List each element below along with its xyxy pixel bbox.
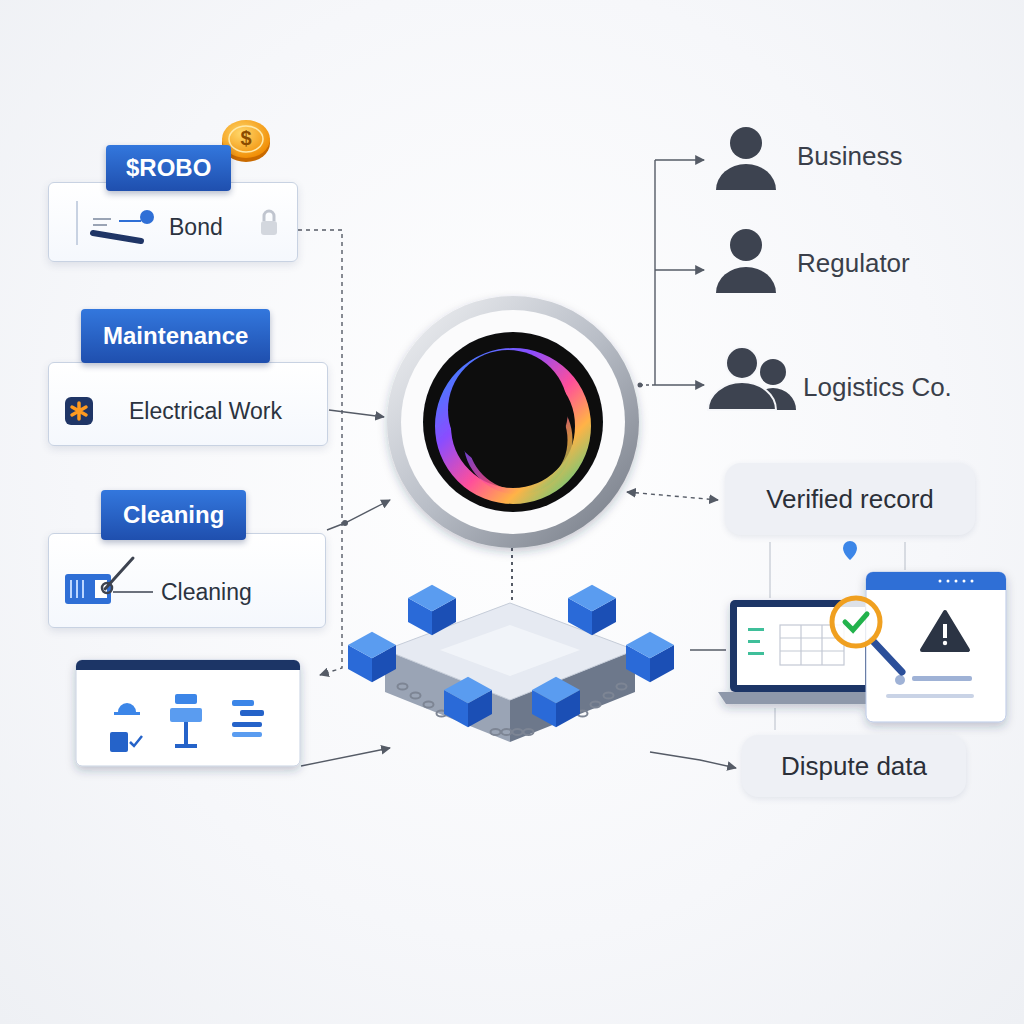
arrow	[655, 159, 704, 160]
pin-marker	[843, 541, 857, 560]
person-label: Regulator	[797, 248, 910, 279]
platform-glass	[440, 625, 580, 676]
link-line	[690, 649, 726, 650]
arrow	[655, 384, 704, 385]
logo-face	[401, 310, 625, 534]
card-text: Cleaning	[161, 579, 252, 606]
chain-link	[491, 729, 501, 735]
cube-face	[408, 585, 456, 611]
chain-link	[617, 684, 627, 690]
arrow	[301, 748, 390, 766]
icon	[175, 744, 197, 748]
block-cube	[532, 677, 580, 727]
chain-link	[524, 729, 534, 735]
cleaning-card: CleaningCleaning	[48, 533, 326, 628]
person-body	[708, 382, 776, 410]
person-body	[716, 267, 776, 293]
arrow	[655, 269, 704, 270]
audit-illustration	[718, 541, 1006, 722]
chain-link	[411, 693, 421, 699]
icon	[114, 712, 140, 715]
pill-text: Verified record	[766, 484, 934, 515]
blockchain-platform	[348, 585, 674, 742]
panel-icons	[110, 694, 264, 752]
cube-face	[348, 632, 396, 658]
verified-record-pill: Verified record	[725, 463, 975, 535]
cube-face	[532, 677, 580, 703]
card-heading: Cleaning	[101, 490, 246, 540]
logo-disk	[423, 332, 603, 512]
logo	[387, 296, 639, 548]
person-head	[730, 127, 762, 159]
window-bar	[866, 572, 1006, 590]
arrow	[329, 410, 384, 417]
card-heading: $ROBO	[106, 145, 231, 191]
person-label: Logistics Co.	[803, 372, 952, 403]
window-panel	[866, 572, 1006, 722]
person-head	[730, 229, 762, 261]
person-head	[726, 347, 758, 379]
dot	[342, 520, 348, 526]
leader-lines	[298, 160, 736, 768]
icon	[118, 703, 136, 712]
icon	[232, 732, 262, 737]
icon	[184, 722, 188, 744]
icon	[232, 722, 262, 727]
card-heading: Maintenance	[81, 309, 270, 363]
chain-link	[604, 693, 614, 699]
icon	[240, 710, 264, 716]
thin-line	[770, 542, 771, 598]
magnifier-lens	[832, 598, 880, 646]
block-cube	[444, 677, 492, 727]
bracket-line	[654, 160, 655, 385]
block-cube	[408, 585, 456, 635]
thin-line	[775, 708, 776, 730]
laptop-base	[718, 692, 884, 704]
chain-link	[591, 702, 601, 708]
arrow	[327, 500, 390, 530]
icon	[170, 708, 202, 722]
logo-core	[448, 350, 568, 470]
card-text: Bond	[169, 214, 223, 241]
cube-face	[626, 632, 674, 658]
magnifier-handle	[872, 640, 902, 672]
pill-text: Dispute data	[781, 751, 927, 782]
dispute-data-pill: Dispute data	[742, 735, 966, 797]
person-label: Business	[797, 141, 903, 172]
thin-line	[905, 542, 906, 570]
person-head	[760, 359, 786, 385]
person-body	[716, 164, 776, 190]
icon	[110, 732, 128, 752]
cube-face	[568, 585, 616, 611]
logo-ring	[387, 296, 639, 548]
block-cube	[626, 632, 674, 682]
chain-link	[502, 729, 512, 735]
arrow	[650, 752, 736, 768]
person-icons	[708, 127, 796, 410]
dot	[638, 383, 643, 388]
panel	[76, 660, 300, 766]
maintenance-card: MaintenanceElectrical Work	[48, 362, 328, 446]
chain-link	[398, 684, 408, 690]
block-cube	[348, 632, 396, 682]
warning-icon	[922, 612, 968, 650]
check-mark	[845, 614, 867, 630]
card-text: Electrical Work	[129, 398, 282, 425]
bond-card: $ROBOBond	[48, 182, 298, 262]
chain-link	[513, 729, 523, 735]
panel-bar	[76, 660, 300, 670]
block-cube	[568, 585, 616, 635]
icon	[130, 736, 142, 746]
cube-face	[444, 677, 492, 703]
coin-symbol: $	[223, 127, 269, 150]
icon	[232, 700, 254, 706]
icon	[175, 694, 197, 704]
double-arrow	[627, 492, 718, 500]
chain-link	[424, 702, 434, 708]
workflow-panel	[76, 660, 300, 766]
